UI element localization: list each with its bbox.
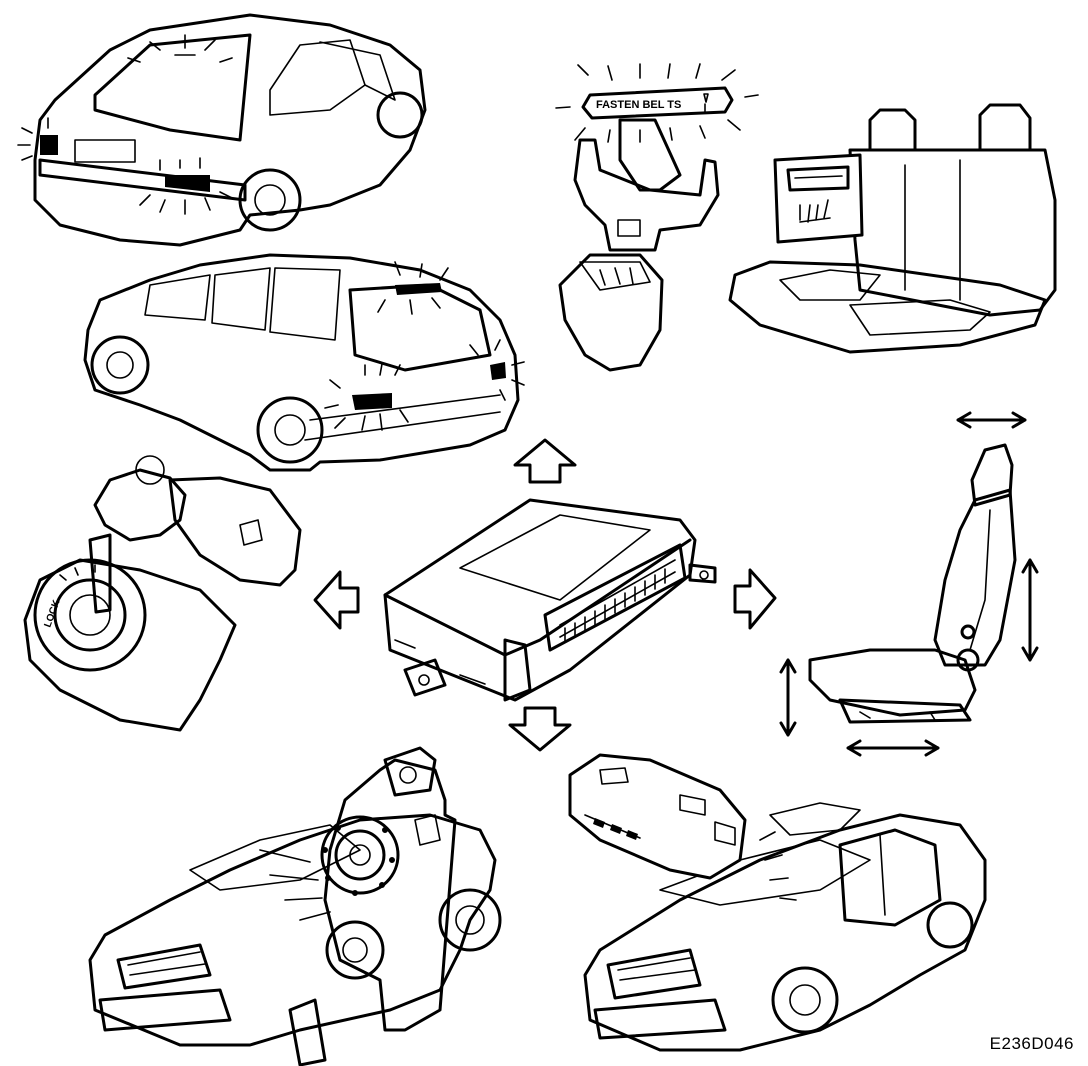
seat-arrow-height bbox=[1021, 558, 1039, 662]
seat-arrow-tilt bbox=[779, 658, 797, 737]
arrow-left bbox=[313, 570, 360, 630]
figure-code: E236D046 bbox=[989, 1034, 1074, 1053]
arrow-right bbox=[733, 568, 777, 630]
ignition-key-illustration: LOCK bbox=[23, 455, 302, 732]
seat-arrow-recline bbox=[956, 411, 1027, 429]
power-seat-illustration bbox=[779, 411, 1039, 757]
arrow-up bbox=[513, 438, 577, 484]
alarm-siren-car-illustration bbox=[88, 746, 502, 1066]
fasten-belts-label: FASTEN BEL TS bbox=[596, 99, 681, 111]
wagon-illustration bbox=[83, 253, 525, 472]
seat-belt-illustration: FASTEN BEL TS bbox=[555, 63, 759, 372]
seat-arrow-slide bbox=[846, 739, 940, 757]
signal-arrows bbox=[313, 438, 777, 752]
rear-seat-illustration bbox=[728, 103, 1057, 354]
control-module-illustration bbox=[383, 498, 717, 702]
sedan-rear-illustration bbox=[17, 13, 427, 247]
remote-fob-car-illustration bbox=[568, 753, 987, 1052]
lock-position-label: LOCK bbox=[42, 598, 62, 629]
arrow-down bbox=[508, 706, 572, 752]
